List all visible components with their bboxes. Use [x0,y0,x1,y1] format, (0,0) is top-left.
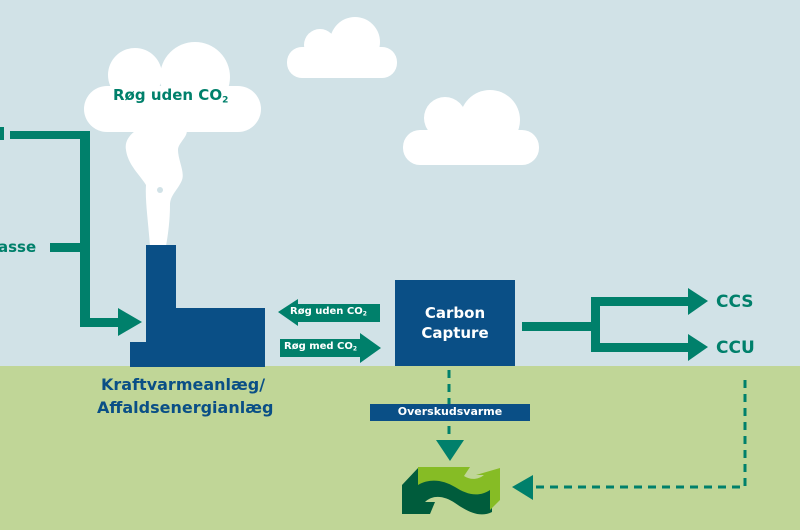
district-heating-logo-icon [402,467,500,515]
carbon-capture-box [395,280,515,366]
smoke-plume [125,128,187,246]
carbon-capture-label: Carbon Capture [421,304,489,342]
cloud-label: Røg uden CO2 [113,86,229,106]
forward-arrow-label: Røg med CO2 [284,341,358,353]
input-flow-lines [0,127,142,336]
heat-arrow-left [512,475,533,500]
power-plant-building [130,245,265,367]
ccs-label: CCS [716,292,754,312]
plant-label: Kraftvarmeanlæg/ Affaldsenergianlæg [97,375,274,417]
heat-arrow-down [436,440,464,461]
forward-arrow [280,333,381,363]
ground [0,366,800,530]
heat-label-box [370,404,530,421]
return-arrow [278,299,380,326]
return-arrow-label: Røg uden CO2 [290,306,367,318]
biomass-input-label: asse [0,238,37,256]
cloud-right [403,90,539,165]
heat-label: Overskudsvarme [397,405,503,418]
output-flow-lines [522,288,708,361]
ccu-label: CCU [716,338,755,358]
cloud-big [84,42,261,132]
cloud-small [287,17,397,78]
